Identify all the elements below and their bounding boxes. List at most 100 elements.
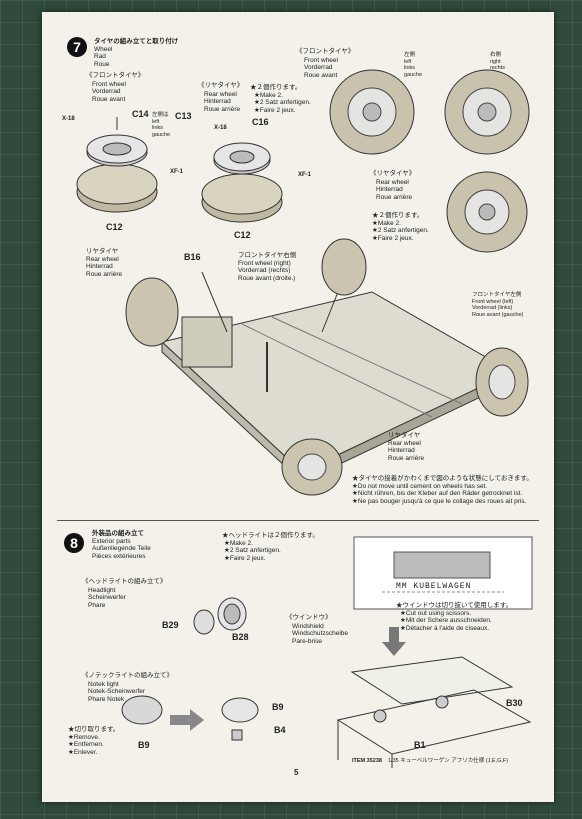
step-8-title-en: Exterior parts [92, 538, 131, 545]
right-side-jp: 右側 [490, 52, 502, 58]
headlight-de: Scheinwerfer [88, 594, 126, 602]
rear-wheel-right-de: Hinterrad [376, 186, 403, 194]
step-7-illustrations [76, 69, 530, 496]
rear-wheel-bottom-en: Rear wheel [388, 440, 421, 447]
windshield-fr: Pare-brise [292, 637, 322, 645]
front-wheel-fr: Roue avant [92, 95, 126, 103]
instruction-page: 7 タイヤの組み立てと取り付け Wheel Rad Roue 《フロントタイヤ》… [42, 12, 554, 802]
remove-de: ★Entfernen. [68, 741, 104, 749]
front-wheel-left-label-fr: Roue avant (gauche) [472, 311, 524, 318]
part-b1: B1 [414, 740, 426, 750]
rear-wheel-label: Rear wheel Hinterrad Roue arrière [86, 256, 122, 278]
step-8-title: Exterior parts Außenliegende Teile Pièce… [92, 538, 151, 560]
front-wheel-right-label-fr: Roue avant (droite.) [238, 274, 296, 282]
front-wheel-assembly-drawing [76, 117, 158, 213]
part-c14: C14 [132, 109, 149, 119]
part-c16: C16 [252, 117, 269, 127]
rear-wheel-heading: Rear wheel Hinterrad Roue arrière [204, 91, 240, 113]
part-b29: B29 [162, 620, 179, 630]
make-2b-note: ★Make 2. ★2 Satz anfertigen. ★Faire 2 je… [372, 220, 429, 242]
rear-wheel-en: Rear wheel [204, 91, 237, 98]
step-8-illustrations [121, 536, 533, 768]
part-b9-b: B9 [138, 740, 150, 750]
front-wheels-left-right [329, 69, 530, 155]
chassis-drawing [160, 271, 514, 484]
part-x18-b: X-18 [214, 125, 227, 131]
notek-heading-jp: 《ノテックライトの組み立て》 [82, 672, 173, 679]
right-en: right [490, 59, 501, 65]
step-8-title-jp: 外装品の組み立て [92, 530, 144, 537]
windshield-frame-drawing [336, 656, 532, 768]
headlight-make-2-de: ★2 Satz anfertigen. [224, 547, 281, 555]
rear-wheel-bottom-label-jp: リヤタイヤ [388, 432, 421, 439]
rear-wheel-right-fr: Roue arrière [376, 193, 413, 201]
left-side-jp: 左側 [404, 52, 416, 58]
part-xf1-b: XF-1 [298, 172, 312, 178]
front-wheel-right-label-jp: フロントタイヤ右側 [238, 252, 297, 259]
item-number: ITEM 35238 [352, 758, 382, 764]
make-2b-jp: ★２個作ります。 [372, 212, 424, 219]
step-7-title-en: Wheel [94, 46, 113, 53]
front-wheel-right-de: Vorderrad [304, 64, 333, 72]
rear-wheel-de: Hinterrad [204, 98, 231, 106]
front-wheel-right-label-de: Vorderrad (rechts) [238, 267, 291, 275]
cement-note: ★Do not move until cement on wheels has … [352, 483, 526, 505]
windshield-de: Windschutzscheibe [292, 630, 348, 638]
headlight-make-2: ★Make 2. ★2 Satz anfertigen. ★Faire 2 je… [224, 540, 281, 562]
make-2b-de: ★2 Satz anfertigen. [372, 227, 429, 235]
front-wheel-left-label-de: Vorderrad (links) [472, 305, 513, 312]
cement-note-en: ★Do not move until cement on wheels has … [352, 483, 488, 490]
rear-wheel-label-fr: Roue arrière [86, 270, 123, 278]
rear-wheel-right-en: Rear wheel [376, 179, 409, 186]
windshield-sheet-drawing [353, 536, 533, 610]
front-wheel-right-fr: Roue avant [304, 71, 338, 79]
part-c14-side-de: links [152, 125, 164, 132]
front-wheel-heading-jp: 《フロントタイヤ》 [86, 72, 145, 79]
make-2-jp: ★２個作ります。 [250, 84, 302, 91]
front-wheel-left-label-jp: フロントタイヤ左側 [472, 292, 522, 298]
part-b16: B16 [184, 252, 201, 262]
make-2-en: ★Make 2. [254, 92, 283, 99]
step-8-divider [57, 520, 539, 521]
step-7-title-fr: Roue [94, 60, 110, 68]
part-c12-a: C12 [106, 222, 123, 232]
part-xf1-a: XF-1 [170, 169, 184, 175]
headlight-make-2-fr: ★Faire 2 jeux. [224, 554, 266, 562]
notek-fr: Phare Notek [88, 695, 125, 703]
make-2b-en: ★Make 2. [372, 220, 401, 227]
cut-out-en: ★Cut out using scissors. [400, 610, 472, 617]
headlight-heading-jp: 《ヘッドライトの組み立て》 [82, 578, 167, 585]
right-de: rechts [490, 65, 505, 72]
remove-note-jp: ★切り取ります。 [68, 726, 120, 733]
rear-wheel-bottom-fr: Roue arrière [388, 454, 425, 462]
front-wheel-de: Vorderrad [92, 88, 121, 96]
part-b30: B30 [506, 698, 523, 708]
notek-en: Notek light [88, 681, 119, 688]
windshield-heading: Windshield Windschutzscheibe Pare-brise [292, 623, 348, 645]
part-c14-side-en: left [152, 119, 160, 125]
front-wheel-left-label: Front wheel (left) Vorderrad (links) Rou… [472, 299, 523, 318]
step-7-title-jp: タイヤの組み立てと取り付け [94, 38, 179, 45]
cut-out-fr: ★Détacher à l'aide de ciseaux. [400, 624, 490, 632]
cement-note-fr: ★Ne pas bouger jusqu'à ce que le collage… [352, 497, 527, 505]
rear-wheel-right-heading: Rear wheel Hinterrad Roue arrière [376, 179, 412, 201]
left-en: left [404, 59, 412, 65]
windshield-heading-jp: 《ウインドウ》 [286, 614, 332, 621]
part-c14-side-fr: gauche [152, 131, 171, 138]
headlight-en: Headlight [88, 587, 116, 594]
remove-note: ★Remove. ★Entfernen. ★Enlever. [68, 734, 104, 756]
left-de: links [404, 65, 416, 72]
cut-out-note: ★Cut out using scissors. ★Mit der Schere… [400, 610, 492, 632]
step-8-title-fr: Pièces extérieures [92, 552, 146, 560]
rear-wheel-fr: Roue arrière [204, 105, 241, 113]
part-c12-b: C12 [234, 230, 251, 240]
rear-wheel-label-de: Hinterrad [86, 263, 113, 271]
front-wheel-heading: Front wheel Vorderrad Roue avant [92, 81, 126, 103]
chassis-wheels [125, 238, 529, 496]
part-c13: C13 [175, 111, 192, 121]
rear-wheel-heading-jp: 《リヤタイヤ》 [198, 82, 244, 89]
step-7-title: Wheel Rad Roue [94, 46, 112, 68]
part-x18-a: X-18 [62, 116, 75, 122]
part-b9-a: B9 [272, 702, 284, 712]
step-8-number: 8 [64, 533, 84, 553]
